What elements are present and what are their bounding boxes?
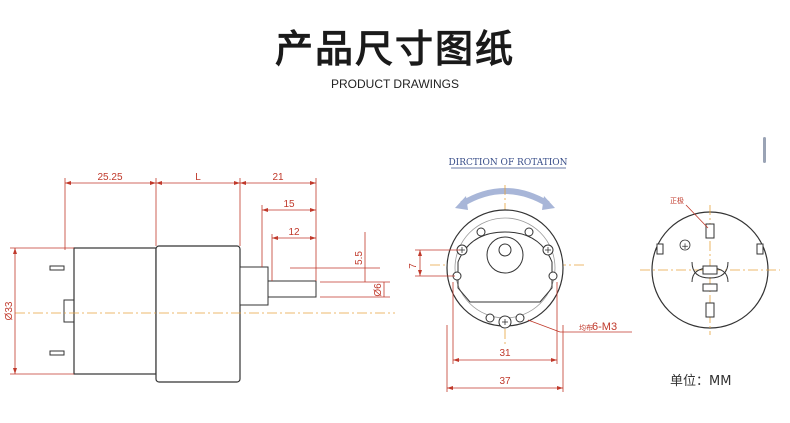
back-view: + 正极: [640, 196, 780, 335]
motor-body: [73, 247, 157, 375]
shaft: [267, 280, 317, 298]
end-cap: [63, 299, 75, 323]
dim-L: L: [195, 172, 201, 183]
screw-prefix: 均布: [579, 323, 593, 332]
rotation-label: DIRCTION OF ROTATION: [448, 158, 567, 168]
terminal-bottom: [49, 350, 65, 356]
gearbox-body: [155, 245, 241, 383]
output-shaft: [498, 243, 512, 257]
dim-7: 7: [408, 263, 419, 269]
page-subtitle: PRODUCT DRAWINGS: [330, 77, 459, 91]
scroll-indicator: [763, 137, 766, 163]
dim-37: 37: [499, 376, 511, 387]
dim-5-5: 5.5: [354, 251, 365, 265]
positive-label: 正极: [670, 196, 684, 205]
dim-phi33: Ø33: [4, 301, 15, 320]
hub: [239, 266, 269, 306]
screw-label: 6-M3: [592, 321, 617, 333]
dim-31: 31: [499, 348, 511, 359]
terminal-top: [49, 265, 65, 271]
side-view: 25.25 L 21 15 12 5.5 Ø6 Ø33: [4, 172, 395, 383]
front-view: DIRCTION OF ROTATION: [408, 158, 632, 392]
page-title: 产品尺寸图纸: [274, 27, 515, 71]
dim-15: 15: [283, 199, 295, 210]
plus-mark: +: [681, 242, 689, 252]
dim-phi6: Ø6: [373, 283, 384, 297]
unit-label: 单位：MM: [670, 374, 732, 389]
dim-21: 21: [272, 172, 284, 183]
dim-25-25: 25.25: [97, 172, 122, 183]
dim-12: 12: [288, 227, 300, 238]
